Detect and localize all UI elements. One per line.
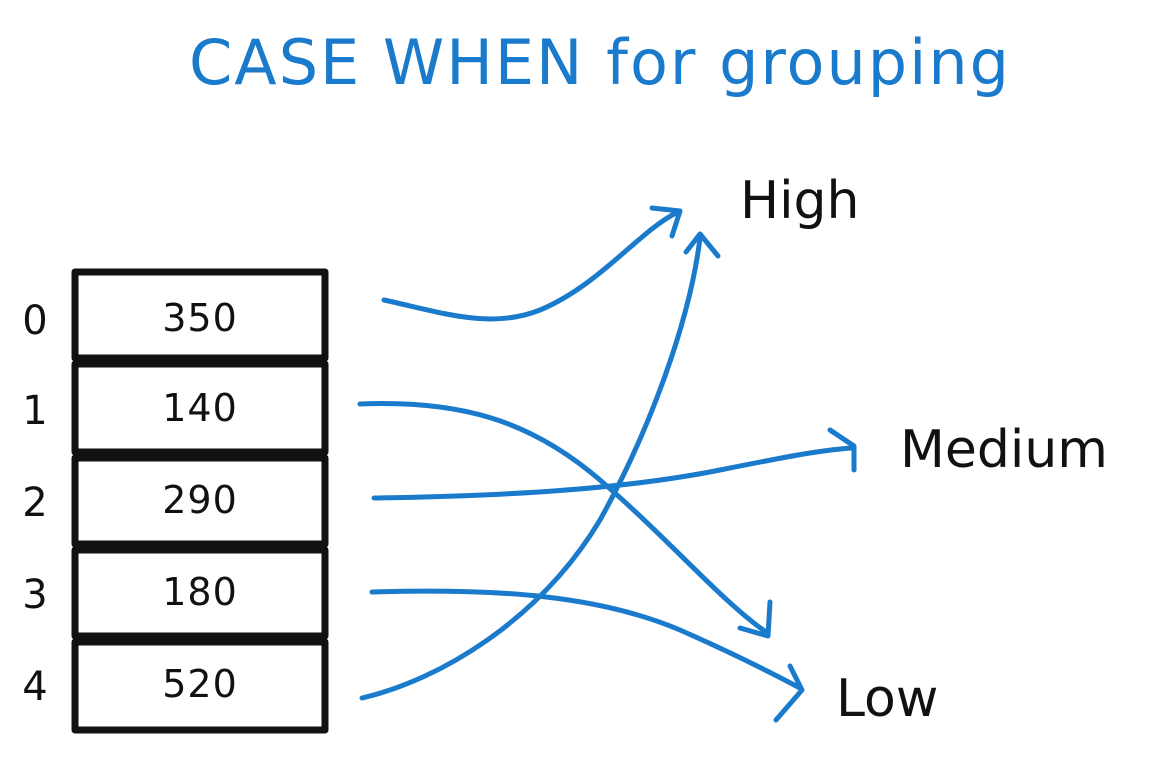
arrowhead-row-1 (737, 599, 773, 639)
cell-value-2: 290 (162, 478, 238, 522)
cell-value-3: 180 (162, 570, 238, 614)
row-indices: 0 1 2 3 4 (22, 298, 47, 710)
table-cell-0 (71, 268, 329, 362)
arrow-row-0-to-high (381, 209, 681, 322)
table-cell-1 (71, 360, 329, 456)
arrowhead-row-0 (649, 205, 683, 239)
cell-value-1: 140 (162, 386, 238, 430)
table-cell-4 (71, 638, 329, 734)
cell-value-0: 350 (162, 296, 238, 340)
arrowhead-row-4 (683, 231, 721, 259)
category-high: High (740, 171, 860, 231)
value-table: 350 140 290 180 520 (71, 268, 329, 734)
category-labels: High Medium Low (740, 171, 1108, 729)
arrow-row-2-to-medium (371, 445, 855, 501)
row-index-2: 2 (22, 480, 47, 526)
cell-value-4: 520 (162, 662, 238, 706)
table-cell-2 (71, 454, 329, 548)
mapping-arrows (357, 205, 857, 723)
arrow-row-4-to-high (359, 235, 703, 701)
arrowhead-row-3 (773, 663, 805, 723)
diagram-title: CASE WHEN for grouping (189, 26, 1011, 99)
row-index-1: 1 (22, 388, 47, 434)
row-index-0: 0 (22, 298, 47, 344)
table-cell-3 (71, 546, 329, 640)
category-medium: Medium (900, 420, 1108, 480)
row-index-3: 3 (22, 572, 47, 618)
arrowhead-row-2 (827, 427, 857, 473)
arrow-row-1-to-low (357, 401, 769, 635)
category-low: Low (836, 669, 938, 729)
arrow-row-3-to-low (369, 588, 803, 691)
row-index-4: 4 (22, 664, 47, 710)
